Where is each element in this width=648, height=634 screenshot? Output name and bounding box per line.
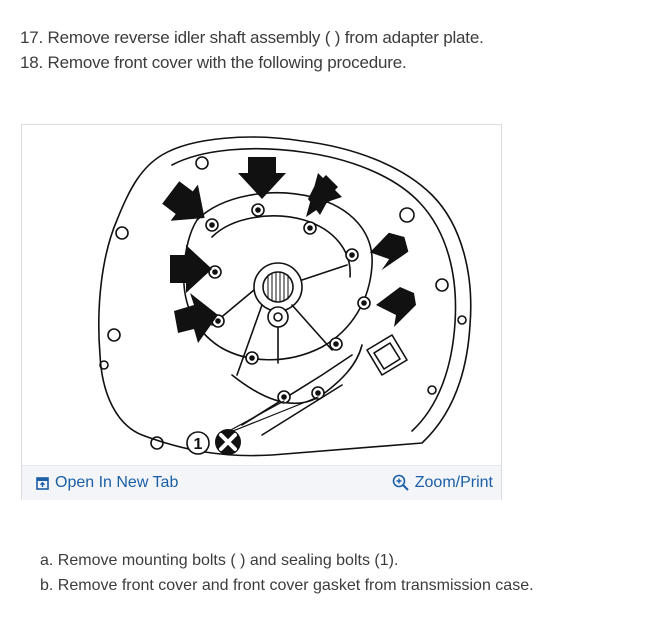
zoom-print-button[interactable]: Zoom/Print	[392, 473, 493, 493]
front-cover-diagram: 1	[22, 125, 501, 463]
substep-b-text: b. Remove front cover and front cover ga…	[40, 577, 534, 594]
figure-toolbar: Open In New Tab Zoom/Print	[22, 465, 501, 500]
open-in-new-tab-label: Open In New Tab	[55, 474, 179, 491]
open-in-new-tab-button[interactable]: Open In New Tab	[36, 473, 178, 493]
step-17-text: 17. Remove reverse idler shaft assembly …	[20, 28, 484, 47]
open-in-new-tab-icon	[36, 476, 50, 490]
step-18-text: 18. Remove front cover with the followin…	[20, 53, 407, 72]
substep-a-text: a. Remove mounting bolts ( ) and sealing…	[40, 552, 399, 569]
figure-card: 1 Open In New Tab	[21, 124, 502, 500]
zoom-magnifier-icon	[392, 474, 410, 492]
zoom-print-label: Zoom/Print	[414, 474, 493, 491]
callout-number: 1	[194, 436, 203, 453]
